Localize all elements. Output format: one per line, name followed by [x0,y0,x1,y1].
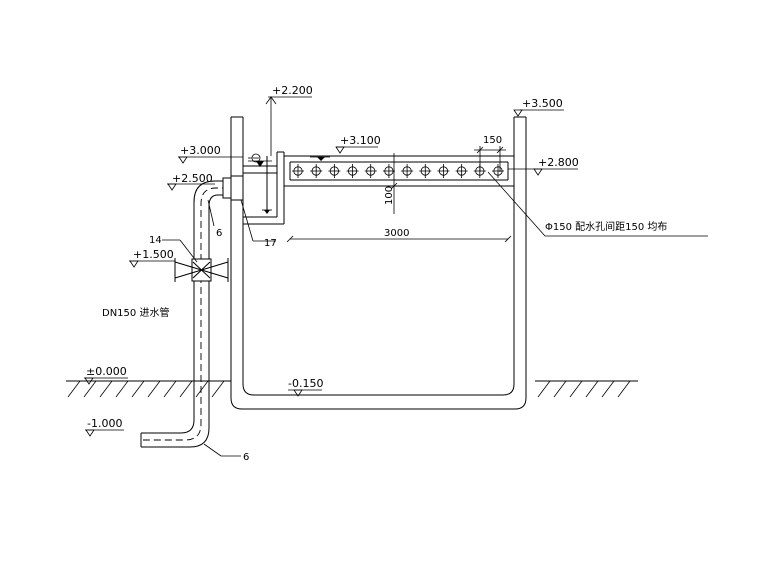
dimension-label: 150 [483,135,502,146]
callout-fitting-lower: 6 [203,443,249,463]
tank-floor [230,383,527,410]
distribution-holes-label: Φ150 配水孔间距150 均布 [545,220,667,233]
distribution-hole [328,164,341,178]
inlet-pipe [140,175,244,448]
distribution-holes [292,164,504,178]
elevation-label: +3.500 [522,97,563,110]
callout-number: 14 [149,235,162,246]
distribution-hole [455,164,468,178]
elevation-ground: ±0.000 [84,365,128,385]
tank-wall-left [230,116,244,398]
elevation-pipe-bottom: -1.000 [85,417,124,437]
elevation-label: -0.150 [288,377,323,390]
dimension-label: 3000 [384,228,409,239]
outlet-drop [262,156,272,214]
distribution-hole [419,164,432,178]
distribution-hole [346,164,359,178]
dimension-trough-depth: 100 [384,153,400,214]
callout-outlet: 17 [240,199,277,249]
dimension-label: 100 [384,186,395,205]
valve-symbol-small [248,153,261,163]
distribution-hole [310,164,323,178]
callout-number: 17 [264,238,277,249]
elevation-valve: +1.500 [129,248,175,268]
elevation-label: +2.200 [272,84,313,97]
elevation-inlet-bend: +2.500 [167,172,215,191]
elevation-label: -1.000 [87,417,122,430]
elevation-label: +1.500 [133,248,174,261]
gate-valve [174,258,229,282]
distribution-hole [437,164,450,178]
tank-wall-right [513,116,527,398]
elevation-tank-bottom: -0.150 [288,377,323,397]
callout-valve: 14 [149,235,198,263]
dimension-hole-spacing: 150 [474,135,506,172]
elevation-label: +3.100 [340,134,381,147]
elevation-label: ±0.000 [86,365,127,378]
dimension-trough-length: 3000 [286,228,512,243]
inlet-pipe-label: DN150 进水管 [102,306,169,319]
distribution-hole [492,164,504,178]
overflow-chamber [243,151,285,225]
elevation-label: +2.500 [172,172,213,185]
distribution-hole [401,164,414,178]
distribution-hole [364,164,377,178]
distribution-hole [292,164,304,178]
elevation-tank-top-right: +3.500 [513,97,564,117]
elevation-inlet-top: +3.000 [178,144,243,164]
callout-fitting-upper: 6 [207,199,222,239]
ground-line-left [66,380,231,398]
elevation-label: +3.000 [180,144,221,157]
water-level-marks [248,156,330,167]
ground-line-right [535,380,638,398]
callout-number: 6 [243,452,249,463]
callout-distribution-holes: Φ150 配水孔间距150 均布 [487,171,708,237]
elevation-label: +2.800 [538,156,579,169]
elevation-tank-top-left: +2.200 [265,84,313,156]
callout-number: 6 [216,228,222,239]
distribution-hole [382,164,395,178]
elevation-overflow: +2.800 [508,156,579,176]
elevation-trough-top: +3.100 [335,134,381,154]
